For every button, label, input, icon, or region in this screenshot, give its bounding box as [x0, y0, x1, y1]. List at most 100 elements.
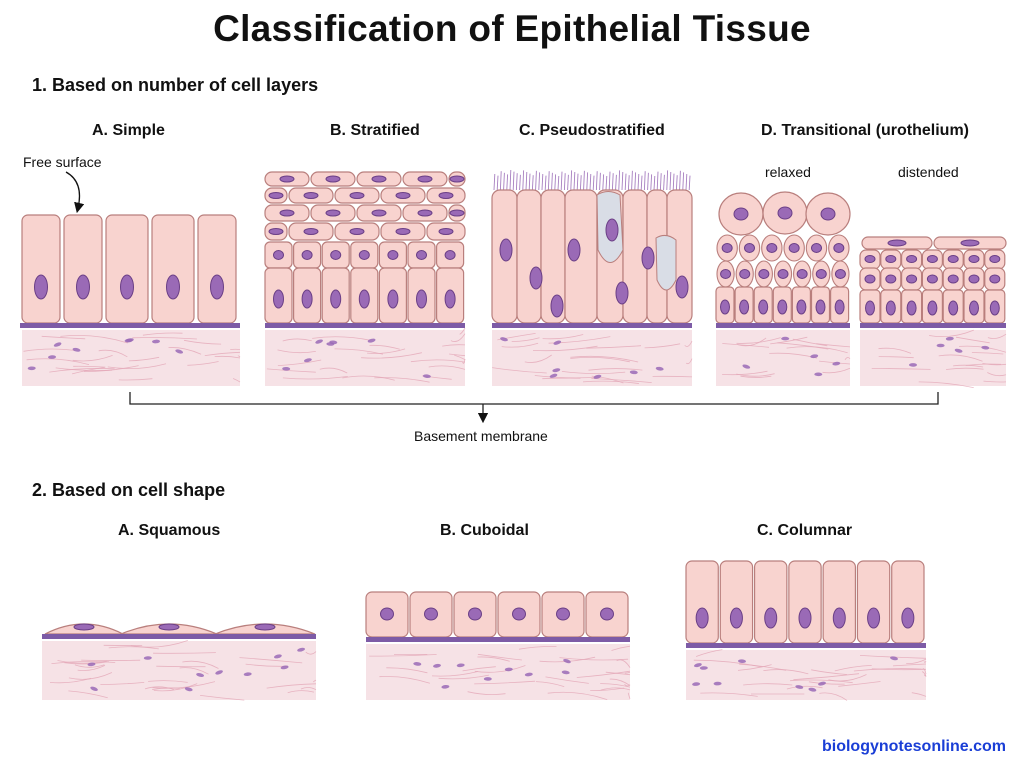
- nucleus: [926, 255, 938, 263]
- nucleus: [901, 607, 915, 629]
- cilium: [589, 173, 592, 191]
- nucleus: [867, 607, 881, 629]
- fiber: [449, 353, 466, 357]
- nucleus: [416, 250, 427, 260]
- cilium: [637, 173, 640, 191]
- fiber: [68, 672, 113, 680]
- nucleus: [444, 250, 456, 260]
- fiber: [277, 349, 316, 354]
- label-columnar: C. Columnar: [757, 522, 853, 539]
- fiber: [287, 690, 315, 694]
- fiber: [777, 342, 829, 350]
- nucleus: [766, 243, 778, 253]
- fiber: [450, 333, 466, 342]
- nucleus: [512, 607, 526, 621]
- fibroblast-nucleus: [954, 348, 963, 353]
- fibroblast-nucleus: [413, 662, 422, 666]
- cilium: [519, 174, 521, 191]
- fiber: [545, 676, 589, 684]
- fiber: [237, 355, 241, 358]
- fiber: [811, 669, 848, 675]
- fiber: [72, 367, 105, 375]
- cilium: [541, 173, 544, 191]
- fiber: [60, 335, 128, 344]
- fiber: [374, 377, 430, 383]
- fiber: [906, 658, 927, 665]
- fiber: [611, 645, 631, 651]
- nucleus: [468, 607, 482, 621]
- fiber: [938, 354, 983, 362]
- cilium: [634, 172, 637, 191]
- fiber: [282, 376, 348, 380]
- fibroblast-nucleus: [832, 361, 841, 366]
- fibroblast-nucleus: [243, 672, 252, 677]
- cilium: [615, 174, 617, 191]
- nucleus: [885, 274, 897, 284]
- nucleus: [733, 207, 749, 221]
- fibroblast-nucleus: [315, 339, 323, 344]
- nucleus: [120, 274, 134, 300]
- cilium: [663, 174, 665, 191]
- nucleus: [885, 255, 897, 263]
- fibroblast-nucleus: [504, 667, 513, 672]
- fibroblast-nucleus: [273, 654, 282, 659]
- fiber: [55, 367, 113, 371]
- nucleus: [675, 275, 689, 299]
- cilium: [659, 173, 662, 191]
- nucleus: [885, 300, 896, 316]
- nucleus: [887, 239, 907, 247]
- fiber: [73, 365, 106, 368]
- cilium: [688, 175, 691, 191]
- cell: [516, 189, 542, 324]
- nucleus: [268, 228, 284, 235]
- nucleus: [968, 274, 980, 284]
- fiber: [871, 668, 927, 671]
- nucleus: [798, 607, 812, 629]
- basement-membrane: [492, 323, 692, 328]
- fiber: [51, 661, 116, 664]
- cell: [856, 560, 891, 644]
- cilium: [525, 171, 528, 191]
- fiber: [369, 344, 400, 350]
- cilium: [624, 173, 627, 191]
- nucleus: [279, 209, 295, 217]
- nucleus: [815, 299, 826, 315]
- fiber: [816, 343, 851, 348]
- cilium: [509, 169, 512, 191]
- fiber: [582, 380, 640, 384]
- fibroblast-nucleus: [280, 665, 289, 670]
- nucleus: [865, 300, 875, 316]
- nucleus: [729, 607, 743, 629]
- label-transitional: D. Transitional (urothelium): [761, 122, 970, 139]
- fiber: [153, 683, 198, 692]
- fibroblast-nucleus: [553, 340, 562, 345]
- fiber: [179, 667, 209, 675]
- fiber: [239, 657, 303, 664]
- cilium: [618, 170, 621, 191]
- nucleus: [444, 289, 456, 309]
- nucleus: [969, 300, 979, 316]
- cilium: [583, 170, 585, 191]
- fiber: [431, 671, 479, 677]
- fibroblast-nucleus: [433, 663, 441, 668]
- nucleus: [947, 274, 959, 284]
- fiber: [945, 367, 984, 370]
- fiber: [853, 668, 922, 672]
- fibroblast-nucleus: [524, 672, 533, 677]
- nucleus: [279, 175, 295, 183]
- fiber: [152, 681, 216, 689]
- fiber: [700, 692, 758, 697]
- cilium: [608, 171, 611, 191]
- squamous-epithelium-illustration: [42, 623, 317, 701]
- nucleus: [989, 300, 1000, 316]
- fiber: [41, 335, 86, 340]
- fiber: [955, 336, 990, 344]
- fiber: [300, 687, 317, 691]
- fiber: [532, 345, 598, 352]
- fiber: [130, 640, 188, 648]
- cilium: [666, 170, 669, 191]
- nucleus: [739, 299, 750, 315]
- nucleus: [834, 299, 845, 315]
- fibroblast-nucleus: [184, 687, 193, 692]
